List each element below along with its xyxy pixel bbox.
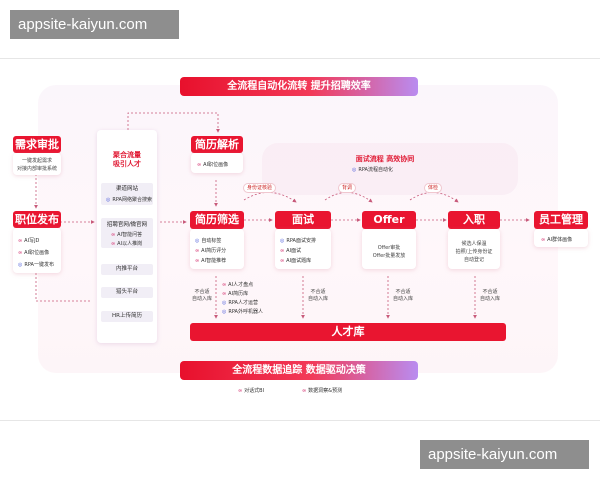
batch-item-3: ◎RPA人才运营 [222,300,258,306]
traffic-item-3: HR上传简历 [101,311,153,322]
rpa-icon: ◎ [280,238,285,244]
node-screen-title: 简历筛选 [190,211,244,229]
traffic-channel-sub: ◎RPA网络聚合搜索 [106,197,152,203]
ai-icon: ∞ [195,258,200,264]
node-post-card [13,228,61,273]
traffic-official [101,218,153,248]
post-item-1: ∞AI写JD [18,238,40,244]
watermark-top: appsite-kaiyun.com [10,10,179,39]
ai-icon: ∞ [195,248,200,254]
ai-icon: ∞ [222,291,227,297]
interview-item-2: ∞AI面试 [280,248,302,254]
rpa-icon: ◎ [222,300,227,306]
screen-item-2: ∞AI简历评分 [195,248,227,254]
batch-item-2: ∞AI简历库 [222,291,249,297]
traffic-title-2: 吸引人才 [113,160,141,168]
screen-item-3: ∞AI智能推荐 [195,258,227,264]
interview-glow [262,143,518,195]
traffic-channel [101,183,153,205]
traffic-item-2: 猎头平台 [101,287,153,298]
node-parse-title: 简历解析 [191,136,243,153]
node-screen-card [190,229,244,269]
reject-screen: 不合适 自动入库 [191,289,212,302]
edge-label-bg-check: 背调 [338,183,357,193]
node-parse-card [191,153,243,173]
traffic-official-head: 招聘官网/微官网 [106,222,148,228]
ai-icon: ∞ [302,388,307,394]
needs-desc-1: 一键发起需求 [21,158,52,164]
node-needs-card: 一键发起需求 对接内部审批系统 [13,153,61,175]
node-offer-title: Offer [362,211,416,229]
needs-desc-2: 对接内部审批系统 [16,166,57,172]
batch-item-1: ∞AI人才盘点 [222,282,254,288]
onboard-line-1: 候选人保温 [461,241,487,247]
hr-item: ∞AI群体画像 [541,237,573,243]
divider-top [0,58,600,59]
ai-icon: ∞ [111,232,116,238]
ai-icon: ∞ [197,162,202,168]
ai-icon: ∞ [238,388,243,394]
ai-icon: ∞ [18,250,23,256]
node-needs-title: 需求审批 [13,136,61,153]
interview-flow-sub: ◎RPA流程自动化 [352,167,393,173]
rpa-icon: ◎ [106,197,111,203]
onboard-line-2: 拍照/上传身份证 [455,249,493,255]
node-onboard-title: 入职 [448,211,500,229]
banner-bottom: 全流程数据追踪 数据驱动决策 [180,361,418,380]
node-offer-card [362,229,416,269]
interview-flow-title: 面试流程 高效协同 [355,155,415,163]
offer-line-1: Offer审批 [377,245,401,251]
edge-label-id-check: 身份证核验 [243,183,277,193]
node-hr-title: 员工管理 [534,211,588,229]
banner-top: 全流程自动化流转 提升招聘效率 [180,77,418,96]
node-hr-card [534,229,588,247]
traffic-channel-head: 渠道网站 [115,186,138,192]
traffic-official-item-1: ∞AI智能问答 [111,232,143,238]
divider-bottom [0,420,600,421]
node-onboard-card [448,229,500,269]
ai-icon: ∞ [541,237,546,243]
edge-label-medical: 体检 [424,183,443,193]
batch-item-4: ◎RPA外呼机器人 [222,309,263,315]
bottom-tag-1: ∞对话式BI [238,388,265,394]
talent-pool-bar: 人才库 [190,323,506,341]
watermark-bottom: appsite-kaiyun.com [420,440,589,469]
screen-item-1: ◎自动标签 [195,238,222,244]
traffic-title-1: 聚合流量 [113,151,141,159]
rpa-icon: ◎ [352,167,357,173]
reject-onboard: 不合适 自动入库 [479,289,500,302]
ai-icon: ∞ [18,238,23,244]
reject-interview: 不合适 自动入库 [307,289,328,302]
interview-item-3: ∞AI面试题库 [280,258,312,264]
traffic-official-item-2: ∞AI以人推岗 [111,241,143,247]
rpa-icon: ◎ [222,309,227,315]
onboard-line-3: 自动登记 [463,257,484,263]
bottom-tag-2: ∞数据洞察&预测 [302,388,343,394]
rpa-icon: ◎ [18,262,23,268]
offer-line-2: Offer批量发放 [372,253,406,259]
ai-icon: ∞ [111,241,116,247]
node-interview-card [275,229,331,269]
traffic-item-1: 内推平台 [101,264,153,275]
ai-icon: ∞ [280,248,285,254]
post-item-3: ◎RPA一键发布 [18,262,54,268]
node-post-title: 职位发布 [13,211,61,228]
parse-item: ∞AI职位画像 [197,162,229,168]
reject-offer: 不合适 自动入库 [392,289,413,302]
ai-icon: ∞ [222,282,227,288]
interview-item-1: ◎RPA面试安排 [280,238,316,244]
ai-icon: ∞ [280,258,285,264]
node-interview-title: 面试 [275,211,331,229]
post-item-2: ∞AI职位画像 [18,250,50,256]
rpa-icon: ◎ [195,238,200,244]
